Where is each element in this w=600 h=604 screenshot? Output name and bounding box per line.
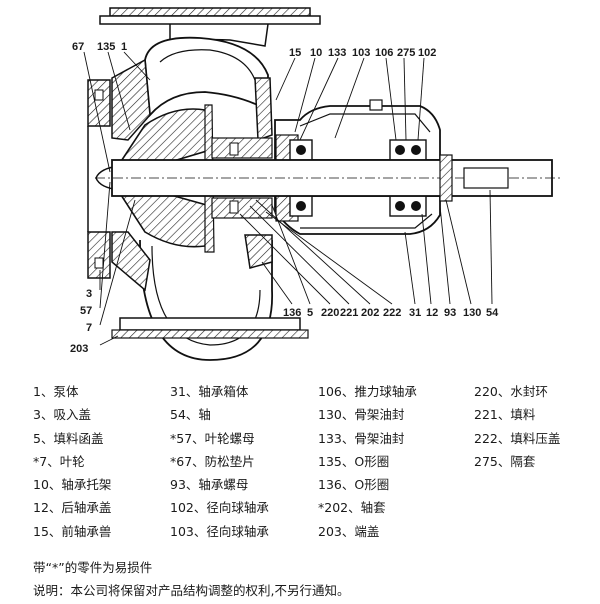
callout-135: 135	[97, 41, 115, 53]
callout-221: 221	[340, 307, 358, 319]
leader-lines	[83, 51, 493, 346]
wearing-parts-note: 带“*”的零件为易损件	[33, 560, 153, 575]
pump-cross-section-drawing: 67 135 1 15 10 133 103 106 275 102 3 57 …	[70, 7, 560, 361]
end-cover	[111, 317, 309, 339]
part-item: 106、推力球轴承	[318, 384, 417, 399]
callout-102: 102	[418, 47, 436, 59]
part-item: *67、防松垫片	[170, 453, 255, 469]
part-item: 102、径向球轴承	[170, 500, 269, 516]
callout-133: 133	[328, 47, 346, 59]
part-item: 136、O形圈	[318, 477, 390, 493]
parts-col-2: 31、轴承箱体 54、轴 *57、叶轮螺母 *67、防松垫片 93、轴承螺母 1…	[170, 380, 269, 543]
callout-222: 222	[383, 307, 401, 319]
part-item: 3、吸入盖	[33, 407, 91, 423]
part-item: 5、填料函盖	[33, 430, 104, 446]
callout-3: 3	[86, 288, 92, 300]
callout-57: 57	[80, 305, 92, 317]
callouts-top: 67 135 1 15 10 133 103 106 275 102	[72, 41, 436, 59]
callout-103: 103	[352, 47, 370, 59]
part-item: *202、轴套	[318, 500, 386, 516]
parts-col-4: 220、水封环 221、填料 222、填料压盖 275、隔套	[474, 380, 560, 473]
callout-67: 67	[72, 41, 84, 53]
callout-10: 10	[310, 47, 322, 59]
callouts-bottom: 136 5 220 221 202 222 31 12 93 130 54	[283, 307, 499, 319]
callout-130: 130	[463, 307, 481, 319]
part-item: 15、前轴承兽	[33, 523, 112, 539]
disclaimer-note: 说明：本公司将保留对产品结构调整的权利,不另行通知。	[33, 583, 350, 598]
callout-1: 1	[121, 41, 127, 53]
part-item: *57、叶轮螺母	[170, 430, 255, 446]
part-item: 93、轴承螺母	[170, 477, 249, 493]
callout-54: 54	[486, 307, 499, 319]
part-item: 221、填料	[474, 407, 536, 423]
callout-31: 31	[409, 307, 421, 319]
shaft	[95, 154, 560, 202]
part-item: 54、轴	[170, 407, 211, 423]
callout-202: 202	[361, 307, 379, 319]
callout-5: 5	[307, 307, 313, 319]
part-item: 133、骨架油封	[318, 430, 405, 446]
part-item: 203、端盖	[318, 523, 380, 539]
parts-col-1: 1、泵体 3、吸入盖 5、填料函盖 *7、叶轮 10、轴承托架 12、后轴承盖 …	[33, 380, 111, 543]
part-item: 130、骨架油封	[318, 407, 405, 423]
callout-136: 136	[283, 307, 301, 319]
part-item: 1、泵体	[33, 384, 79, 399]
suction-cover	[87, 79, 111, 279]
callouts-left: 3 57 7 203	[70, 288, 92, 355]
callout-93: 93	[444, 307, 456, 319]
part-item: 31、轴承箱体	[170, 384, 249, 399]
callout-203: 203	[70, 343, 88, 355]
part-item: 135、O形圈	[318, 453, 390, 469]
callout-106: 106	[375, 47, 393, 59]
part-item: 103、径向球轴承	[170, 523, 269, 539]
part-item: 220、水封环	[474, 384, 548, 399]
parts-col-3: 106、推力球轴承 130、骨架油封 133、骨架油封 135、O形圈 136、…	[318, 380, 417, 543]
volute-casing-lower	[111, 231, 273, 361]
discharge-flange	[99, 7, 321, 48]
part-item: 222、填料压盖	[474, 430, 561, 446]
callout-15: 15	[289, 47, 301, 59]
part-item: 275、隔套	[474, 453, 536, 469]
part-item: 12、后轴承盖	[33, 500, 112, 516]
callout-220: 220	[321, 307, 339, 319]
volute-casing-upper	[111, 36, 273, 142]
callout-7: 7	[86, 322, 92, 334]
callout-12: 12	[426, 307, 438, 319]
callout-275: 275	[397, 47, 415, 59]
part-item: *7、叶轮	[33, 453, 85, 469]
part-item: 10、轴承托架	[33, 477, 112, 493]
